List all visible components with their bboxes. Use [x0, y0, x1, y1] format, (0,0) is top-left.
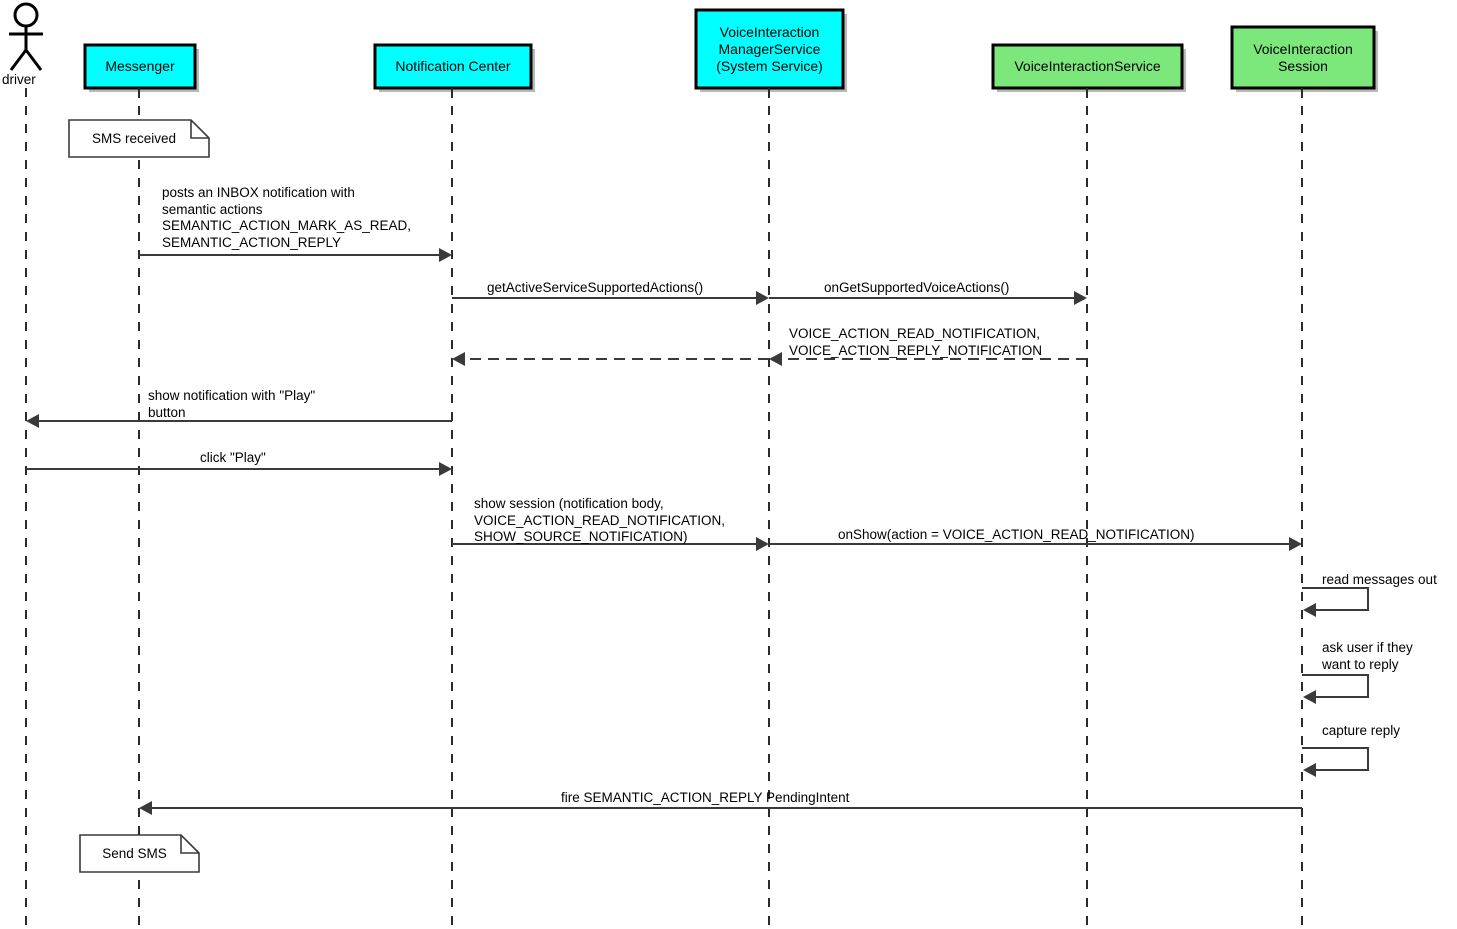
note-sms-received-body[interactable]: [68, 119, 210, 158]
participant-label-voiceinteraction-session: VoiceInteraction Session: [1253, 40, 1353, 74]
msg-show-notification-play-arrowhead: [26, 414, 39, 428]
msg-post-inbox-notification-label: posts an INBOX notification with semanti…: [162, 185, 412, 250]
msg-return-voice-actions-label: VOICE_ACTION_READ_NOTIFICATION, VOICE_AC…: [789, 326, 1043, 358]
msg-get-active-service-supported-actions-arrowhead: [756, 291, 769, 305]
msg-post-inbox-notification-arrowhead: [439, 248, 452, 262]
participant-box-voiceinteractionservice[interactable]: [991, 43, 1184, 90]
note-sms-received-fold-icon: [190, 120, 209, 139]
msg-show-notification-play-label: show notification with "Play" button: [148, 388, 316, 420]
self-read-messages-out-label: read messages out: [1322, 572, 1437, 587]
self-capture-reply-loop[interactable]: [1302, 747, 1369, 771]
actor-leg-right: [24, 49, 43, 71]
self-read-messages-out-arrowhead: [1303, 603, 1316, 617]
actor-driver-label: driver: [2, 72, 36, 87]
msg-on-get-supported-voice-actions-arrowhead: [1074, 291, 1087, 305]
participant-label-voiceinteraction-managerservice: VoiceInteraction ManagerService (System …: [716, 23, 823, 74]
actor-leg-left: [9, 49, 28, 71]
msg-fire-semantic-action-reply-arrowhead: [139, 801, 152, 815]
note-send-sms-body[interactable]: [79, 834, 200, 873]
msg-show-session-arrowhead: [756, 537, 769, 551]
actor-head-icon: [13, 2, 39, 28]
self-capture-reply-arrowhead: [1303, 763, 1316, 777]
participant-label-voiceinteractionservice: VoiceInteractionService: [1014, 58, 1161, 74]
self-ask-user-reply-arrowhead: [1303, 690, 1316, 704]
msg-on-show-label: onShow(action = VOICE_ACTION_READ_NOTIFI…: [838, 527, 1195, 542]
self-ask-user-reply-label: ask user if they want to reply: [1322, 640, 1413, 672]
note-send-sms-fold-icon: [180, 835, 199, 854]
participant-label-messenger: Messenger: [105, 58, 175, 74]
self-ask-user-reply-loop[interactable]: [1302, 674, 1369, 698]
actor-driver: [9, 2, 43, 71]
msg-click-play-arrowhead: [439, 462, 452, 476]
msg-get-active-service-supported-actions-label: getActiveServiceSupportedActions(): [487, 280, 704, 295]
msg-on-get-supported-voice-actions-label: onGetSupportedVoiceActions(): [824, 280, 1010, 295]
participant-box-voiceinteraction-session[interactable]: [1230, 25, 1376, 90]
participant-box-voiceinteraction-managerservice[interactable]: [694, 8, 845, 90]
msg-click-play-label: click "Play": [200, 450, 266, 465]
msg-fire-semantic-action-reply-label: fire SEMANTIC_ACTION_REPLY PendingIntent: [561, 790, 850, 805]
note-send-sms-label: Send SMS: [102, 845, 167, 861]
msg-return-supported-actions-arrowhead: [452, 352, 465, 366]
self-capture-reply-label: capture reply: [1322, 723, 1401, 738]
msg-return-voice-actions-arrowhead: [769, 352, 782, 366]
participant-box-messenger[interactable]: [83, 43, 197, 90]
msg-on-show-arrowhead: [1289, 537, 1302, 551]
participant-label-notification-center: Notification Center: [395, 58, 511, 74]
note-sms-received-label: SMS received: [91, 130, 177, 146]
self-read-messages-out-loop[interactable]: [1302, 587, 1369, 611]
msg-show-session-label: show session (notification body, VOICE_A…: [474, 496, 726, 544]
